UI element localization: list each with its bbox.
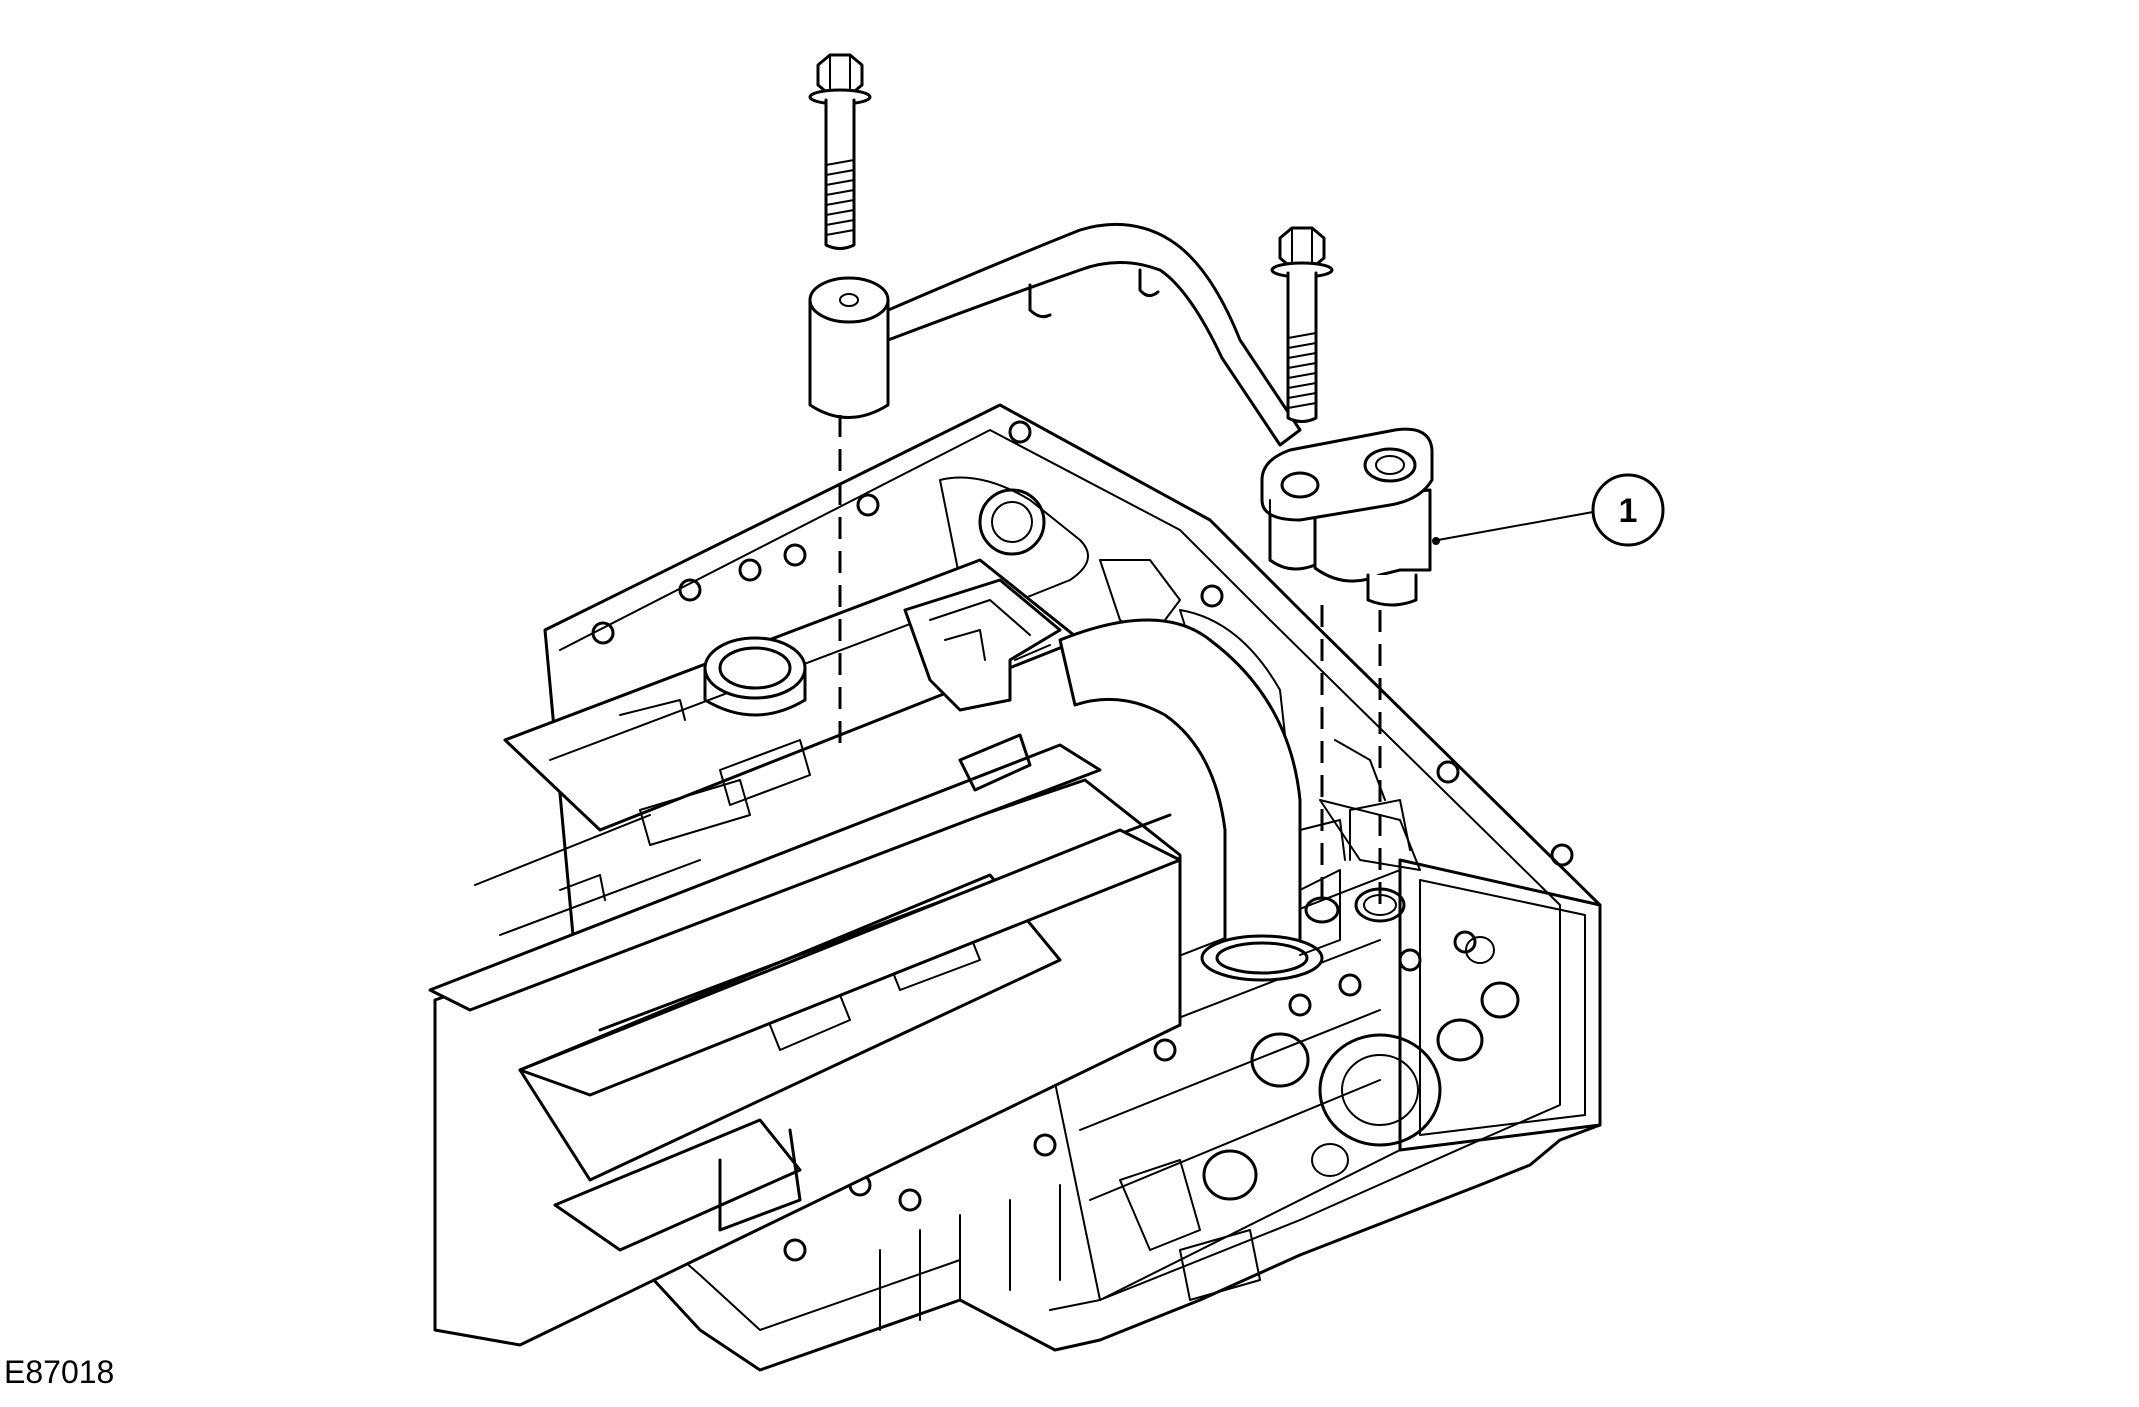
callout-1-number: 1 [1619,492,1638,530]
callout-1-leader [1437,511,1594,541]
tube-end-boss [808,276,890,419]
callout-1-circle [1591,473,1665,547]
oil-transfer-tube [808,222,1302,447]
callout-1-dot [1432,537,1440,545]
valve-body-cover [428,558,1182,1347]
seal-ring [703,636,807,717]
tube-bracket [903,578,1062,792]
alignment-lines [838,415,1382,910]
bolt-right [1270,226,1334,423]
figure-id-label: E87018 [4,1354,115,1390]
bolt-left [808,53,872,250]
component-1-block [1260,427,1434,607]
callout-1: 1 [1432,473,1665,547]
oil-tube-lower [1058,618,1341,982]
